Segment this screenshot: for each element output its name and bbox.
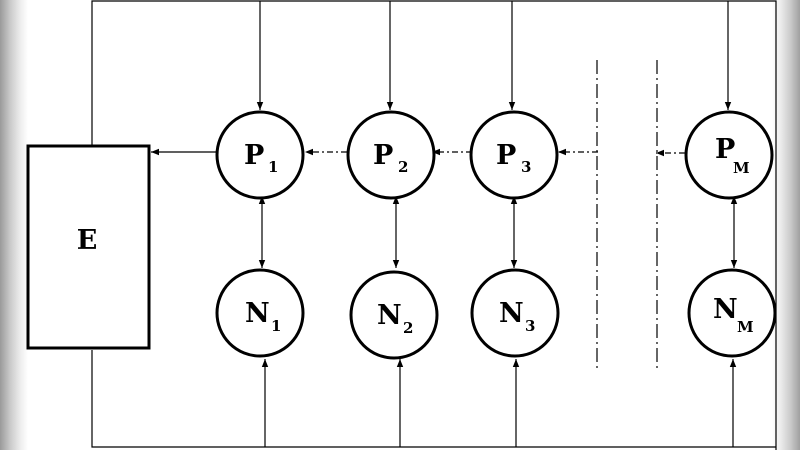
node-p2 (346, 110, 436, 200)
node-pm-subscript: M (733, 159, 750, 177)
node-p3-subscript: 3 (521, 158, 531, 176)
node-n2-label: N (377, 300, 402, 331)
bottom-bus-line (91, 350, 776, 448)
node-nm (687, 268, 777, 358)
node-n2 (349, 270, 439, 360)
node-pm-label: P (715, 134, 735, 165)
node-nm-label: N (713, 294, 738, 325)
node-p3-label: P (496, 140, 516, 171)
node-n3-subscript: 3 (525, 317, 535, 335)
node-pm (684, 110, 774, 200)
environment-box (26, 144, 151, 350)
node-n2-subscript: 2 (403, 319, 413, 337)
node-n3-label: N (499, 298, 524, 329)
node-n1-label: N (245, 298, 270, 329)
node-p1-subscript: 1 (268, 158, 278, 176)
node-p3 (469, 110, 559, 200)
node-nm-subscript: M (737, 318, 754, 336)
left-shadow-band (0, 0, 28, 450)
node-p2-subscript: 2 (398, 158, 408, 176)
environment-label: E (77, 225, 98, 256)
node-p1-label: P (244, 140, 264, 171)
right-shadow-band (772, 0, 800, 450)
node-n1 (215, 268, 305, 358)
node-n1-subscript: 1 (271, 317, 281, 335)
node-p1 (215, 110, 305, 200)
node-p2-label: P (373, 140, 393, 171)
node-n3 (470, 268, 560, 358)
top-bus-line (91, 0, 777, 450)
